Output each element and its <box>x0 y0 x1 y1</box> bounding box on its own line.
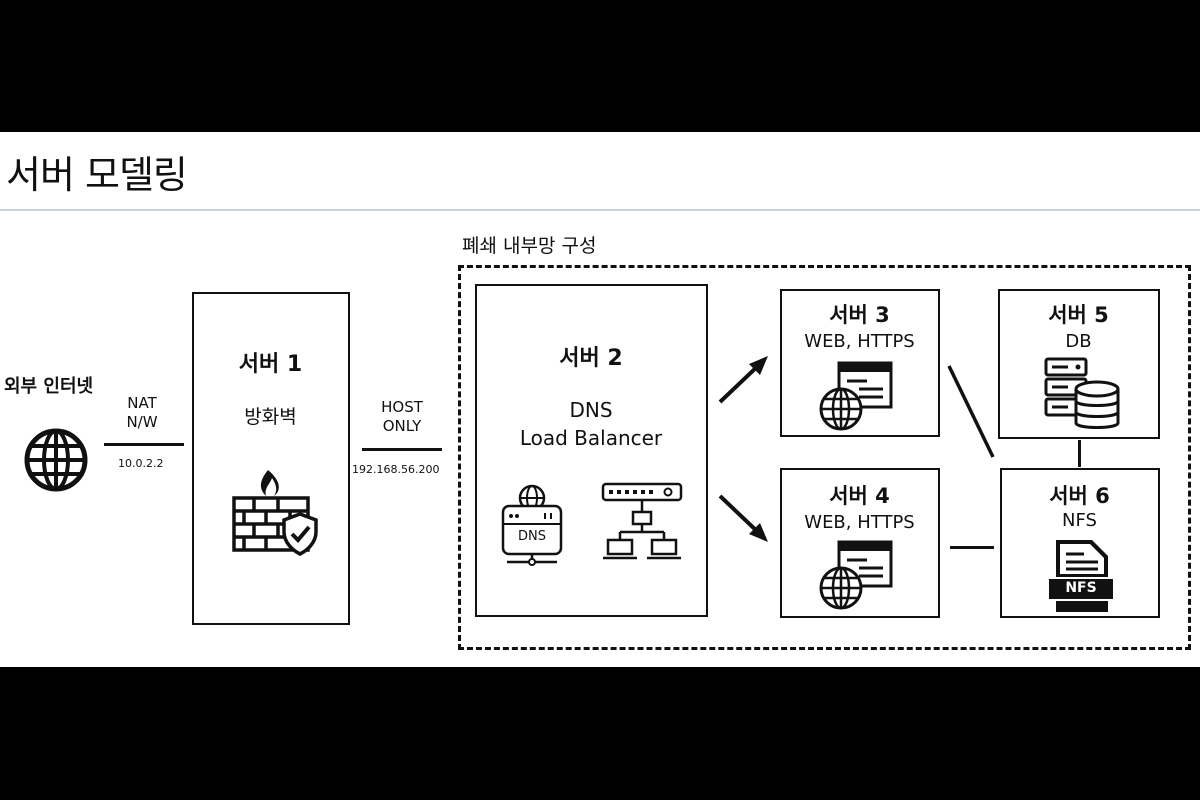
connector-server4-to-server6 <box>950 546 994 549</box>
nfs-file-icon: NFS <box>1046 538 1116 614</box>
title-divider <box>0 209 1200 211</box>
dns-icon-label: DNS <box>518 529 546 544</box>
server-1-box: 서버 1 방화벽 <box>192 292 350 625</box>
connector-server3-to-server6 <box>947 365 995 458</box>
nat-link-label: NAT N/W <box>120 394 164 432</box>
dns-server-icon: DNS <box>497 484 567 566</box>
host-label-bottom: ONLY <box>382 417 422 435</box>
page-title: 서버 모델링 <box>6 153 188 197</box>
internet-label: 외부 인터넷 <box>4 376 94 397</box>
database-icon <box>1044 357 1120 429</box>
server-6-name: 서버 6 <box>1049 484 1110 508</box>
firewall-icon <box>232 470 318 556</box>
load-balancer-icon <box>601 482 683 560</box>
server-3-role: WEB, HTTPS <box>804 331 915 352</box>
server-2-role-2: Load Balancer <box>519 426 663 450</box>
server-5-role: DB <box>1065 331 1092 352</box>
server-1-role: 방화벽 <box>244 406 297 428</box>
closed-network-label: 폐쇄 내부망 구성 <box>462 235 597 257</box>
web-server-icon <box>819 361 893 431</box>
server-6-role: NFS <box>1062 510 1097 531</box>
host-link-label: HOST ONLY <box>370 398 434 436</box>
web-server-icon <box>819 540 893 610</box>
server-5-box: 서버 5 DB <box>998 289 1160 439</box>
server-2-name: 서버 2 <box>559 346 623 371</box>
nat-ip-label: 10.0.2.2 <box>118 457 164 470</box>
server-3-name: 서버 3 <box>829 303 890 327</box>
server-4-name: 서버 4 <box>829 484 890 508</box>
arrow-to-server-3 <box>718 356 768 404</box>
server-5-name: 서버 5 <box>1048 303 1109 327</box>
server-3-box: 서버 3 WEB, HTTPS <box>780 289 940 437</box>
nat-label-top: NAT <box>127 394 157 412</box>
nfs-icon-label: NFS <box>1065 580 1097 596</box>
host-ip-label: 192.168.56.200 <box>352 463 440 476</box>
server-4-role: WEB, HTTPS <box>804 512 915 533</box>
server-2-role-1: DNS <box>569 398 613 422</box>
server-1-name: 서버 1 <box>238 352 303 377</box>
host-link-line <box>362 448 442 451</box>
closed-network-boundary <box>458 265 1191 650</box>
globe-icon <box>24 428 88 492</box>
arrow-to-server-4 <box>718 494 768 542</box>
server-2-box: 서버 2 DNS Load Balancer DNS <box>475 284 708 617</box>
host-label-top: HOST <box>381 398 423 416</box>
server-4-box: 서버 4 WEB, HTTPS <box>780 468 940 618</box>
slide: 서버 모델링 폐쇄 내부망 구성 외부 인터넷 NAT N/W 10.0.2.2… <box>0 132 1200 667</box>
nat-link-line <box>104 443 184 446</box>
server-6-box: 서버 6 NFS NFS <box>1000 468 1160 618</box>
connector-server5-to-server6 <box>1078 440 1081 467</box>
nat-label-bottom: N/W <box>126 413 158 431</box>
